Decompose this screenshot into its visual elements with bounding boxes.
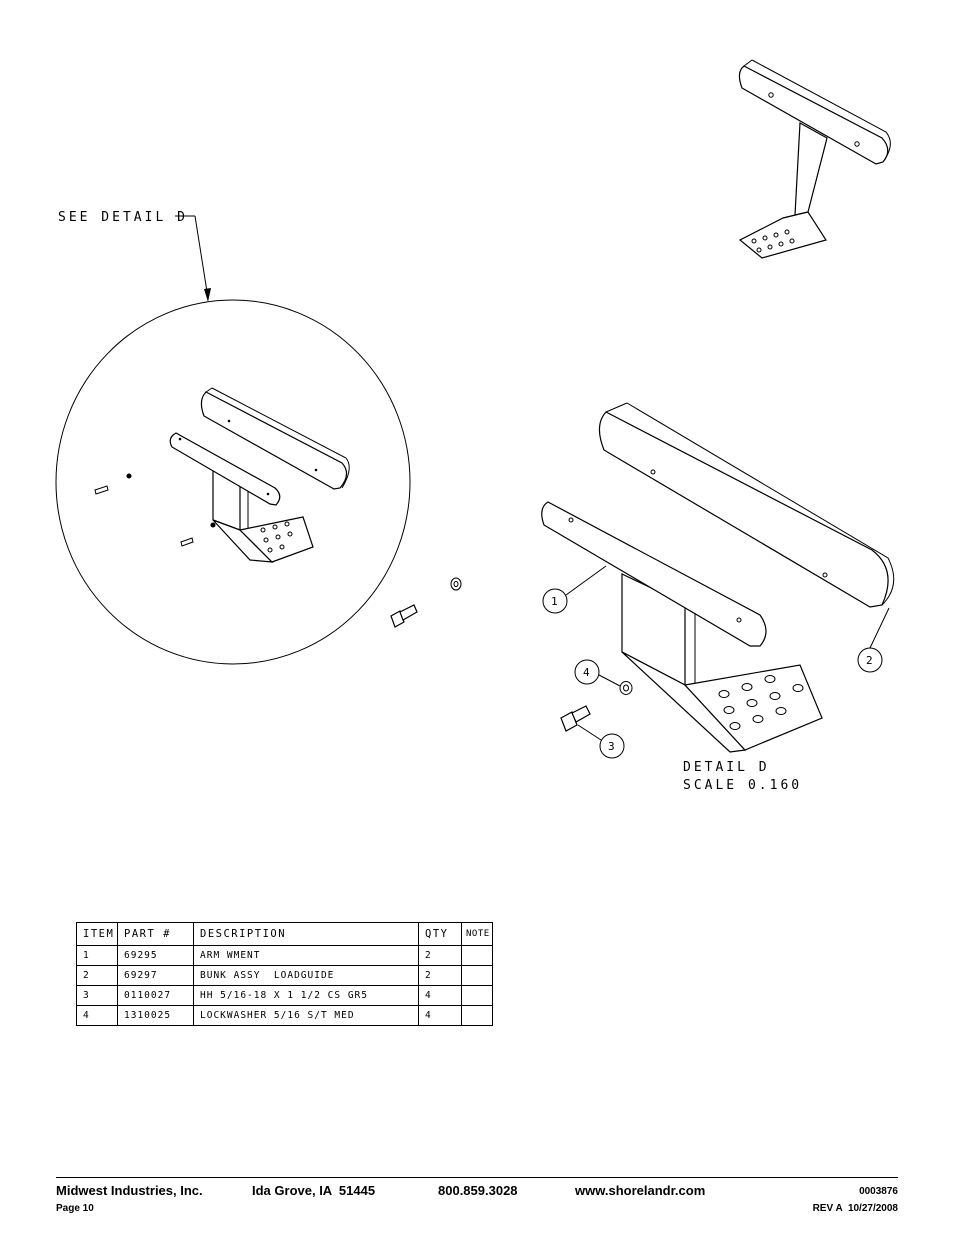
page-footer: Midwest Industries, Inc. Ida Grove, IA 5… bbox=[56, 1177, 898, 1214]
technical-drawing: SEE DETAIL D bbox=[55, 59, 895, 793]
detail-d-view bbox=[541, 402, 895, 753]
footer-location: Ida Grove, IA 51445 bbox=[252, 1183, 376, 1198]
see-detail-label: SEE DETAIL D bbox=[58, 210, 188, 225]
svg-text:1: 1 bbox=[551, 595, 558, 608]
bom-header-description: DESCRIPTION bbox=[193, 922, 419, 946]
balloon-3: 3 bbox=[577, 724, 625, 759]
footer-page-number: Page 10 bbox=[56, 1203, 94, 1214]
svg-text:4: 4 bbox=[583, 666, 590, 679]
circle-assembly bbox=[94, 387, 350, 563]
svg-text:2: 2 bbox=[866, 654, 873, 667]
detail-scale: SCALE 0.160 bbox=[683, 778, 802, 793]
balloon-1: 1 bbox=[542, 565, 607, 614]
table-row: 4 1310025 LOCKWASHER 5/16 S/T MED 4 bbox=[76, 1005, 493, 1026]
balloon-2: 2 bbox=[857, 607, 890, 673]
detail-title: DETAIL D bbox=[683, 760, 770, 775]
iso-view-small bbox=[738, 59, 891, 259]
svg-text:3: 3 bbox=[608, 740, 615, 753]
footer-doc-number: 0003876 bbox=[859, 1186, 898, 1197]
footer-revision: REV A 10/27/2008 bbox=[812, 1203, 898, 1214]
bom-header-part: PART # bbox=[117, 922, 194, 946]
footer-phone: 800.859.3028 bbox=[438, 1183, 518, 1198]
detail-circle bbox=[55, 299, 411, 665]
footer-website: www.shorelandr.com bbox=[575, 1183, 706, 1198]
footer-company: Midwest Industries, Inc. bbox=[56, 1183, 203, 1198]
loose-bolt-and-washer bbox=[390, 577, 462, 628]
table-row: 1 69295 ARM WMENT 2 bbox=[76, 945, 493, 966]
bom-header-qty: QTY bbox=[418, 922, 462, 946]
bom-header-note: NOTE bbox=[461, 922, 493, 946]
table-row: 3 0110027 HH 5/16-18 X 1 1/2 CS GR5 4 bbox=[76, 985, 493, 1006]
see-detail-leader bbox=[175, 215, 211, 302]
bill-of-materials-table: ITEM PART # DESCRIPTION QTY NOTE 1 69295… bbox=[76, 922, 493, 1026]
balloon-4: 4 bbox=[574, 659, 621, 687]
bom-header-row: ITEM PART # DESCRIPTION QTY NOTE bbox=[76, 922, 493, 946]
table-row: 2 69297 BUNK ASSY LOADGUIDE 2 bbox=[76, 965, 493, 986]
bom-header-item: ITEM bbox=[76, 922, 118, 946]
